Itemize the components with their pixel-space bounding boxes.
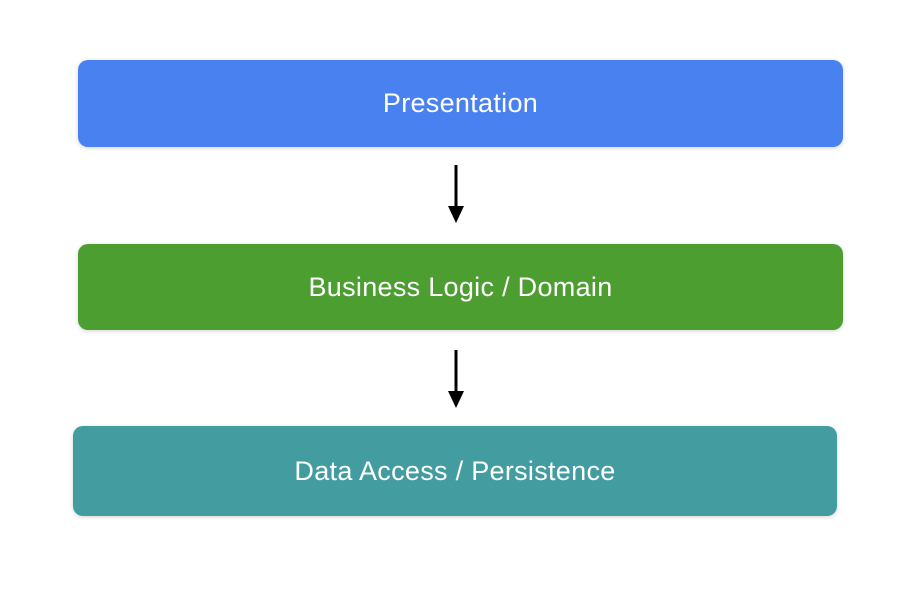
layer-box-data-access: Data Access / Persistence (73, 426, 837, 516)
arrow-down-icon (447, 349, 465, 409)
layer-box-presentation: Presentation (78, 60, 843, 147)
layer-label-business-logic: Business Logic / Domain (308, 271, 613, 302)
layer-label-data-access: Data Access / Persistence (294, 455, 616, 486)
layer-box-business-logic: Business Logic / Domain (78, 244, 843, 330)
layer-label-presentation: Presentation (382, 88, 539, 118)
arrow-down-icon (447, 164, 465, 224)
